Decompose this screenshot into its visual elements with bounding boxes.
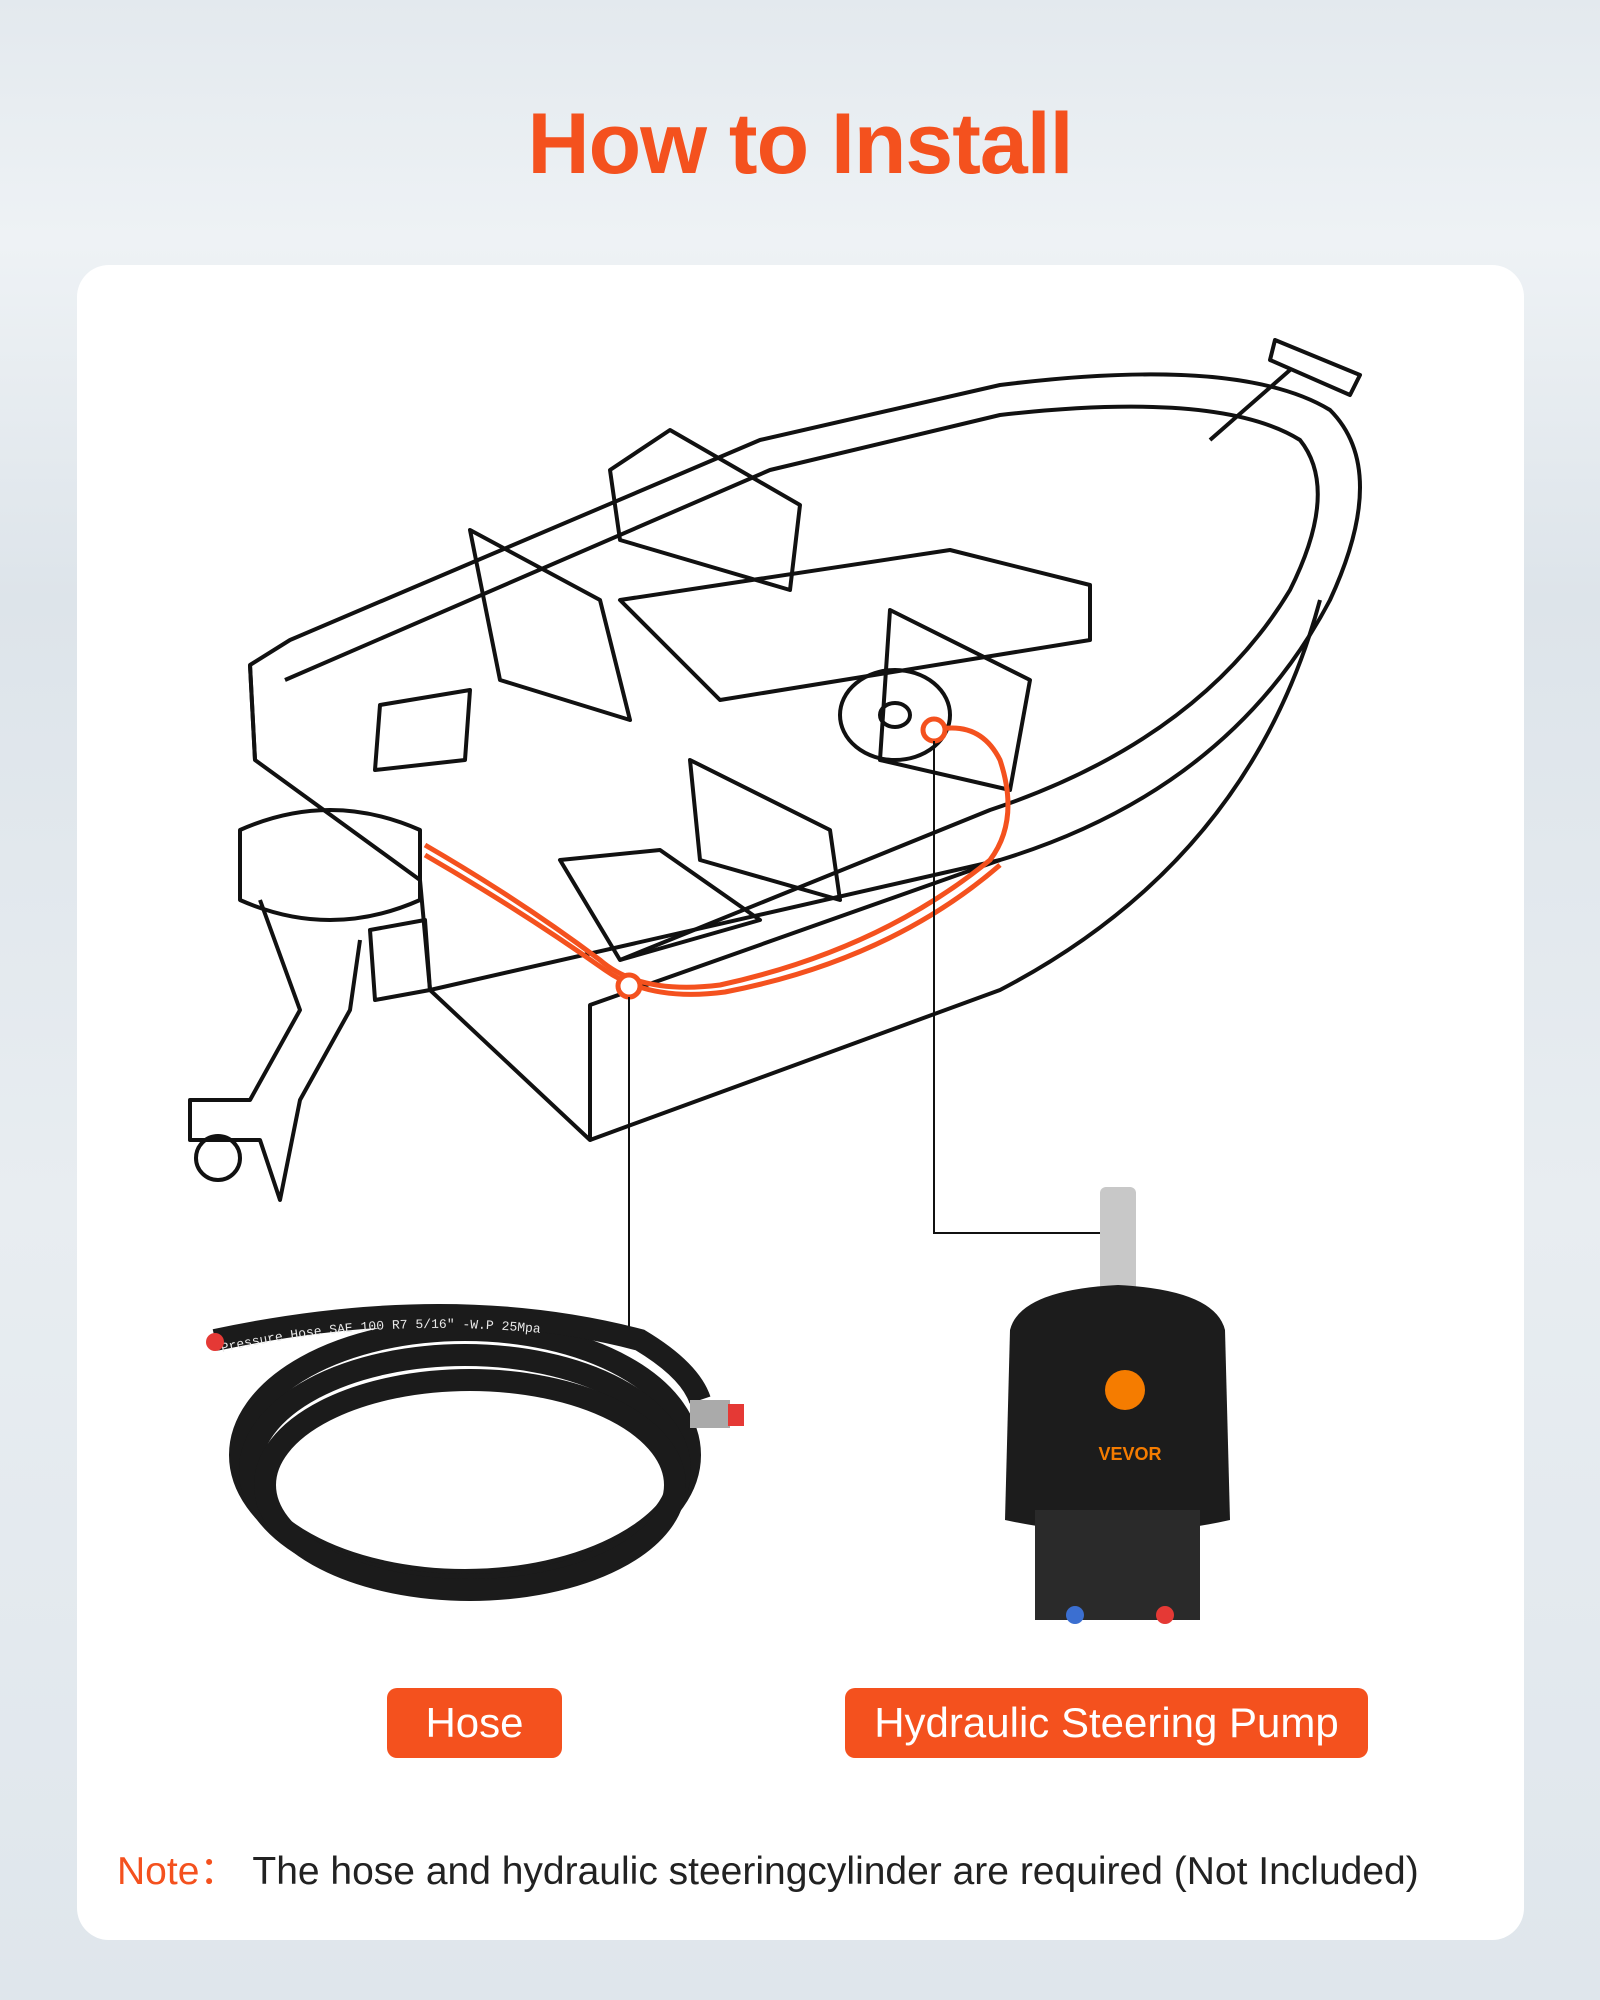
pump-image: VEVOR: [1005, 1187, 1230, 1624]
install-card: [77, 265, 1524, 1940]
note: Note： The hose and hydraulic steeringcyli…: [117, 1840, 1419, 1896]
hose-image: Pressure Hose SAE 100 R7 5/16" -W.P 25Mp…: [206, 1304, 744, 1601]
pump-callout-line: [933, 741, 1104, 1234]
note-text: The hose and hydraulic steeringcylinder …: [252, 1850, 1419, 1893]
hose-route: [423, 725, 1011, 997]
pump-label: Hydraulic Steering Pump: [845, 1688, 1368, 1758]
hose-label: Hose: [387, 1688, 562, 1758]
boat-outline: [188, 338, 1362, 1202]
note-label: Note：: [117, 1850, 239, 1893]
page-title: How to Install: [527, 96, 1074, 192]
pump-brand-logo: VEVOR: [1098, 1444, 1161, 1464]
pump-callout-dot: [920, 716, 948, 744]
hose-callout-dot: [615, 972, 643, 1000]
